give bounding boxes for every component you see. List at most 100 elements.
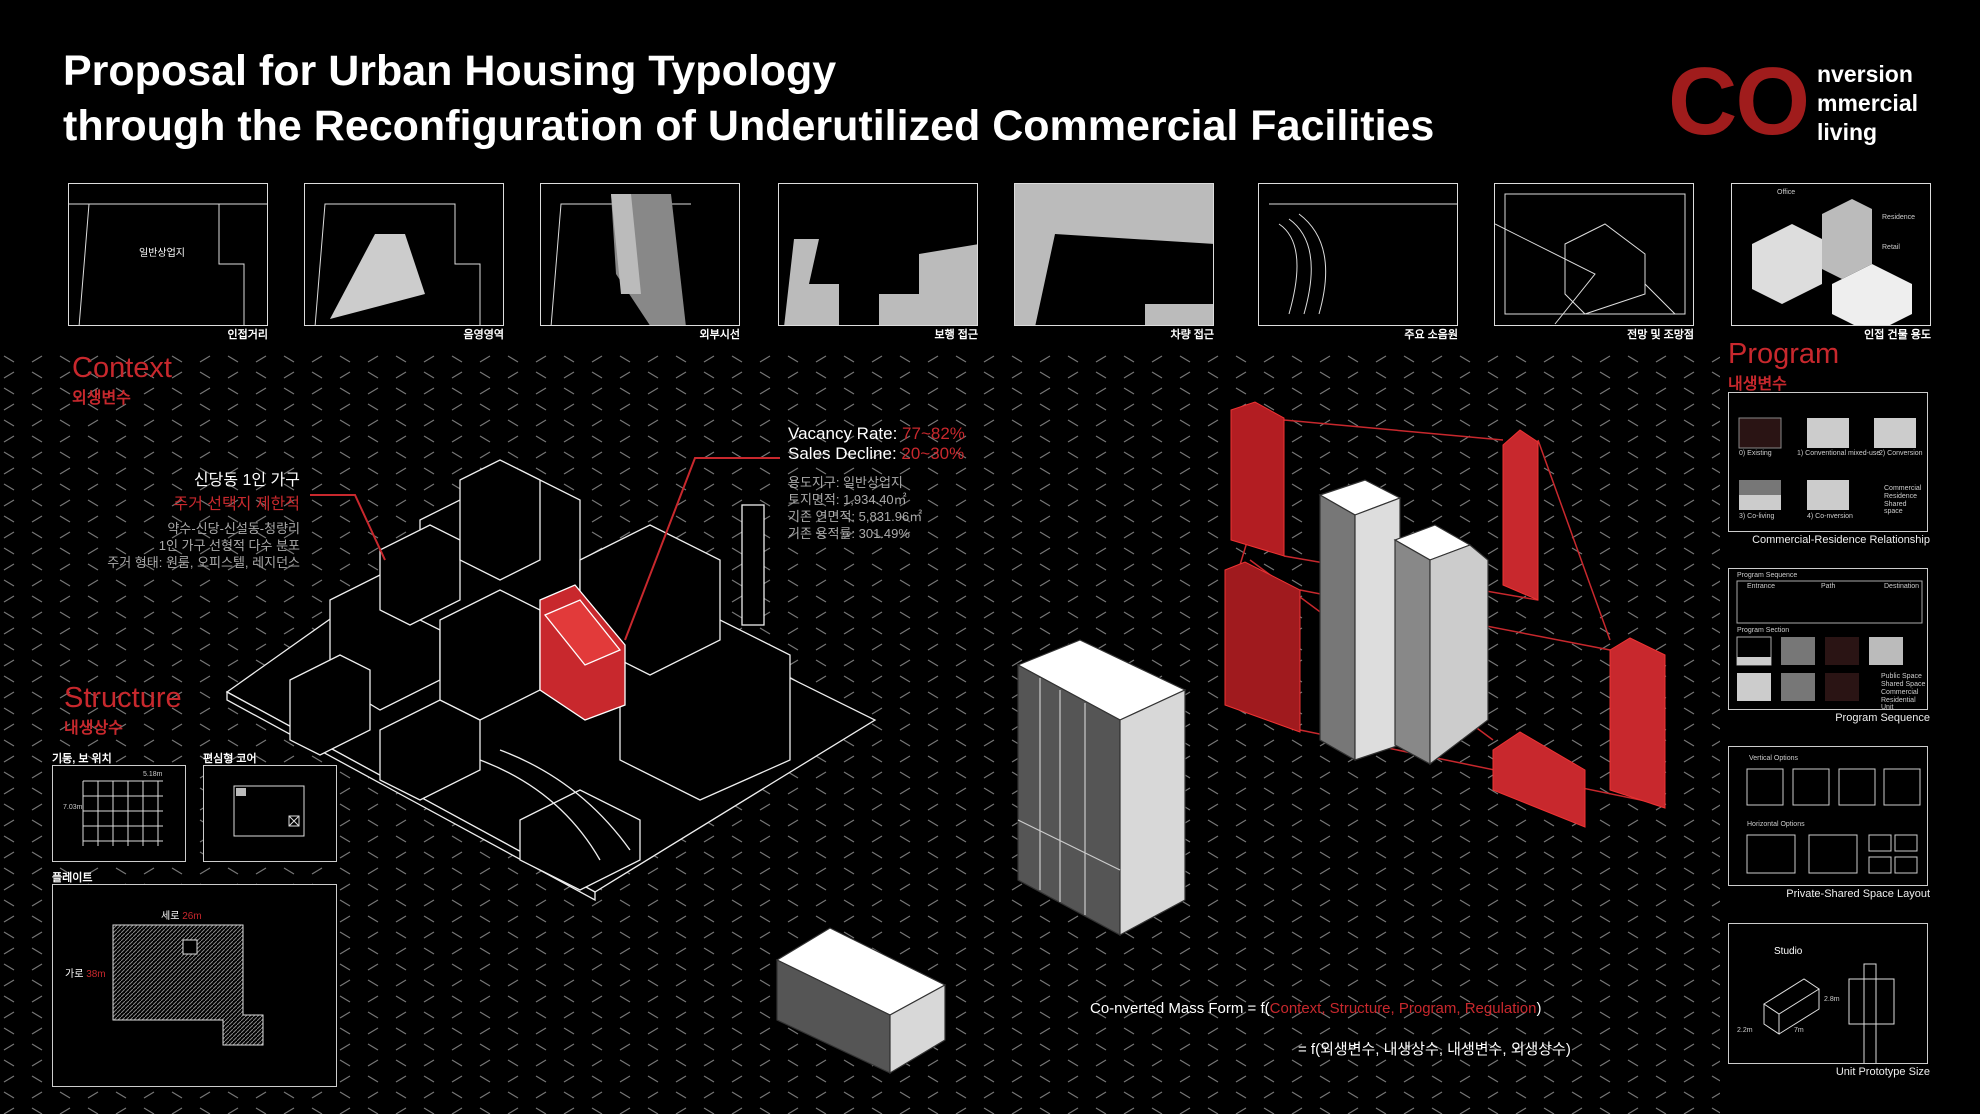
- program-subtitle: 내생변수: [1728, 376, 1787, 393]
- relationship-label: 4) Co-nversion: [1807, 513, 1853, 520]
- formula-korean: = f(외생변수, 내생상수, 내생변수, 외생상수): [1298, 1041, 1571, 1058]
- thumb-label: 인접 건물 용도: [1864, 329, 1931, 341]
- options-header: Horizontal Options: [1747, 821, 1805, 828]
- thumb-noise-sources: [1258, 183, 1458, 326]
- converted-tower-mass: [1016, 639, 1187, 937]
- sales-label: Sales Decline:: [788, 444, 902, 463]
- options-header: Vertical Options: [1749, 755, 1799, 762]
- private-shared-panel: Vertical Options Horizontal Options: [1728, 746, 1928, 886]
- thumb-shadow-area: [304, 183, 504, 326]
- thumb-adjacent-building-use: Office Residence Retail: [1731, 183, 1931, 326]
- title-line-1: Proposal for Urban Housing Typology: [63, 47, 837, 95]
- stat-detail: 토지면적: 1,934.40㎡: [788, 492, 907, 507]
- plate-label: 플레이트: [52, 872, 93, 884]
- exploded-mass-diagram: [1224, 401, 1666, 828]
- relationship-label: 2) Conversion: [1879, 450, 1923, 457]
- thumb-pedestrian-access: [778, 183, 978, 326]
- thumb-label: 보행 접근: [934, 329, 978, 341]
- plate-plan: 세로 26m 가로 38m: [52, 884, 337, 1087]
- logo-word: living: [1817, 119, 1878, 145]
- logo-word: mmercial: [1817, 90, 1919, 116]
- small-mass: [775, 927, 947, 1075]
- dim-label: 5.18m: [143, 771, 163, 778]
- context-heading: Context 외생변수: [72, 352, 172, 408]
- site-isometric-model: [225, 459, 877, 902]
- stat-detail: 기존 용적률: 301.49%: [788, 526, 910, 541]
- commercial-residence-panel: 0) Existing 1) Conventional mixed-use 2)…: [1728, 392, 1928, 532]
- vacancy-label: Vacancy Rate:: [788, 424, 903, 443]
- legend-item: Shared Space: [1881, 681, 1926, 688]
- thumb-view-points: [1494, 183, 1694, 326]
- use-label: Retail: [1882, 244, 1900, 251]
- program-title: Program: [1728, 338, 1840, 370]
- context-subtitle: 외생변수: [72, 390, 131, 407]
- thumb-vehicle-access: [1014, 183, 1214, 326]
- column-beam-label: 기둥, 보 위치: [52, 753, 112, 765]
- sequence-header: Entrance: [1747, 583, 1776, 590]
- context-headline: 신당동 1인 가구: [193, 472, 300, 489]
- thumb-label: 주요 소음원: [1404, 329, 1458, 341]
- unit-type-label: Studio: [1774, 946, 1803, 957]
- panel-caption: Unit Prototype Size: [1835, 1066, 1930, 1078]
- vacancy-value: 77~82%: [902, 424, 965, 443]
- panel-caption: Commercial-Residence Relationship: [1752, 534, 1930, 546]
- page-title: Proposal for Urban Housing Typology thro…: [63, 44, 1434, 154]
- dim-label: 가로: [65, 969, 87, 980]
- title-line-2: through the Reconfiguration of Underutil…: [63, 102, 1435, 150]
- legend-item: Commercial: [1884, 485, 1922, 492]
- column-grid-plan: 5.18m 7.03m: [52, 765, 186, 862]
- eccentric-core-label: 편심형 코어: [203, 753, 257, 765]
- legend-item: Commercial: [1881, 689, 1919, 696]
- logo-words: nversion mmercial living: [1817, 60, 1918, 147]
- sales-value: 20~30%: [901, 444, 965, 463]
- sequence-header: Path: [1821, 583, 1836, 590]
- program-heading: Program 내생변수: [1728, 338, 1839, 394]
- context-title: Context: [72, 352, 172, 384]
- dim-label: 2.8m: [1824, 996, 1840, 1003]
- structure-heading: Structure 내생상수: [64, 682, 182, 738]
- use-label: Office: [1777, 189, 1796, 196]
- sequence-header: Program Sequence: [1737, 572, 1798, 579]
- dim-value: 26m: [182, 911, 202, 922]
- structure-title: Structure: [64, 682, 182, 714]
- logo-mark: CO: [1668, 48, 1810, 155]
- context-annotation: 신당동 1인 가구 주거 선택지 제한적 약수-신당-신설동-청량리 1인 가구…: [60, 466, 300, 571]
- dim-label: 2.2m: [1737, 1027, 1753, 1034]
- thumb-label: 외부시선: [699, 329, 740, 341]
- formula-lhs: Co-nverted Mass Form = f(: [1090, 1000, 1270, 1017]
- stat-detail: 용도지구: 일반상업지: [788, 475, 903, 490]
- thumb-label: 차량 접근: [1170, 329, 1214, 341]
- relationship-label: 3) Co-living: [1739, 513, 1775, 520]
- logo-word: nversion: [1817, 61, 1913, 87]
- legend-item: Shared space: [1884, 501, 1907, 515]
- formula-args: Context, Structure, Program, Regulation: [1269, 1000, 1537, 1017]
- sequence-header: Program Section: [1737, 627, 1790, 634]
- formula-close: ): [1536, 1000, 1542, 1017]
- dim-label: 7.03m: [63, 804, 83, 811]
- mass-formula: Co-nverted Mass Form = f(Context, Struct…: [1090, 1000, 1541, 1017]
- dim-label: 세로: [161, 911, 183, 922]
- thumb-label: 인접거리: [227, 329, 268, 341]
- site-stats: Vacancy Rate: 77~82% Sales Decline: 20~3…: [788, 424, 965, 542]
- zone-label: 일반상업지: [139, 248, 185, 259]
- use-label: Residence: [1882, 214, 1916, 221]
- panel-caption: Program Sequence: [1835, 712, 1930, 724]
- relationship-label: 1) Conventional mixed-use: [1797, 450, 1881, 457]
- context-note: 주거 형태: 원룸, 오피스텔, 레지던스: [107, 555, 300, 570]
- structure-subtitle: 내생상수: [64, 720, 123, 737]
- context-note: 약수-신당-신설동-청량리: [167, 521, 300, 536]
- stat-detail: 기존 연면적: 5,831.96㎡: [788, 509, 923, 524]
- thumb-label: 전망 및 조망점: [1627, 329, 1694, 341]
- legend-item: Residential Unit: [1881, 697, 1916, 710]
- context-headline-red: 주거 선택지 제한적: [173, 496, 300, 513]
- relationship-label: 0) Existing: [1739, 450, 1772, 457]
- legend-item: Public Space: [1881, 673, 1922, 680]
- sequence-header: Destination: [1884, 583, 1920, 590]
- program-sequence-panel: Program Sequence Entrance Path Destinati…: [1728, 568, 1928, 710]
- thumb-label: 음영영역: [463, 329, 504, 341]
- panel-caption: Private-Shared Space Layout: [1786, 888, 1930, 900]
- legend-item: Residence: [1884, 493, 1918, 500]
- context-note: 1인 가구 선형적 다수 분포: [158, 538, 300, 553]
- thumb-adjacent-distance: 일반상업지: [68, 183, 268, 326]
- unit-prototype-panel: Studio 2.2m 2.8m 7m: [1728, 923, 1928, 1064]
